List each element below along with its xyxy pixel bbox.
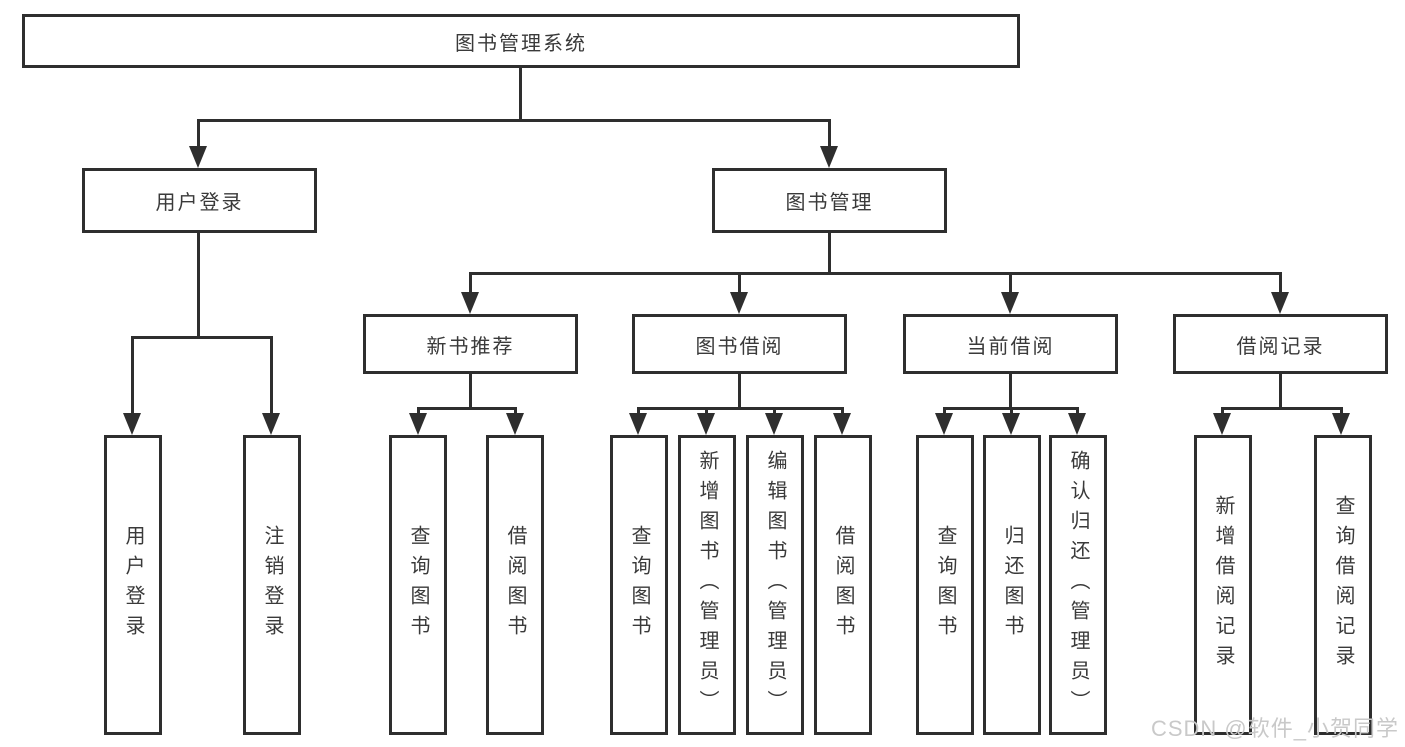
arrow-down-icon <box>730 292 748 314</box>
arrow-down-icon <box>1068 413 1086 435</box>
node-book-borrow: 图书借阅 <box>632 314 847 374</box>
connector-line <box>1221 407 1342 410</box>
leaf-add-borrow-record: 新增借阅记录 <box>1194 435 1252 735</box>
leaf-confirm-return-admin: 确认归还（管理员） <box>1049 435 1107 735</box>
connector-line <box>131 336 272 339</box>
connector-line <box>738 374 741 410</box>
connector-line <box>1279 272 1282 298</box>
leaf-edit-books-admin-label: 编辑图书（管理员） <box>764 450 786 720</box>
node-new-book-recommend: 新书推荐 <box>363 314 578 374</box>
leaf-query-books-recommend: 查询图书 <box>389 435 447 735</box>
connector-line <box>197 119 831 122</box>
connector-line <box>270 336 273 414</box>
arrow-down-icon <box>189 146 207 168</box>
arrow-down-icon <box>1332 413 1350 435</box>
connector-line <box>131 336 134 414</box>
leaf-logout: 注销登录 <box>243 435 301 735</box>
arrow-down-icon <box>833 413 851 435</box>
arrow-down-icon <box>262 413 280 435</box>
node-book-management-label: 图书管理 <box>785 192 874 214</box>
leaf-query-borrow-record-label: 查询借阅记录 <box>1332 495 1354 675</box>
node-book-borrow-label: 图书借阅 <box>695 335 784 358</box>
connector-line <box>1279 374 1282 410</box>
node-user-login: 用户登录 <box>82 168 317 233</box>
arrow-down-icon <box>1001 292 1019 314</box>
leaf-add-books-admin: 新增图书（管理员） <box>678 435 736 735</box>
leaf-add-borrow-record-label: 新增借阅记录 <box>1212 495 1234 675</box>
connector-line <box>469 272 472 298</box>
leaf-query-books-current-label: 查询图书 <box>934 525 956 645</box>
leaf-borrow-books: 借阅图书 <box>814 435 872 735</box>
node-root: 图书管理系统 <box>22 14 1020 68</box>
leaf-borrow-books-recommend: 借阅图书 <box>486 435 544 735</box>
connector-line <box>469 272 1282 275</box>
arrow-down-icon <box>935 413 953 435</box>
leaf-return-books: 归还图书 <box>983 435 1041 735</box>
leaf-add-books-admin-label: 新增图书（管理员） <box>696 450 718 720</box>
leaf-logout-label: 注销登录 <box>261 525 283 645</box>
leaf-query-books-recommend-label: 查询图书 <box>407 525 429 645</box>
arrow-down-icon <box>629 413 647 435</box>
leaf-query-books-borrow-label: 查询图书 <box>628 525 650 645</box>
leaf-confirm-return-admin-label: 确认归还（管理员） <box>1067 450 1089 720</box>
arrow-down-icon <box>506 413 524 435</box>
arrow-down-icon <box>820 146 838 168</box>
leaf-user-login-label: 用户登录 <box>122 525 144 645</box>
arrow-down-icon <box>1213 413 1231 435</box>
node-current-borrow: 当前借阅 <box>903 314 1118 374</box>
arrow-down-icon <box>409 413 427 435</box>
arrow-down-icon <box>697 413 715 435</box>
node-book-management: 图书管理 <box>712 168 947 233</box>
arrow-down-icon <box>1271 292 1289 314</box>
node-borrow-record: 借阅记录 <box>1173 314 1388 374</box>
node-borrow-record-label: 借阅记录 <box>1236 335 1325 358</box>
leaf-return-books-label: 归还图书 <box>1001 525 1023 645</box>
connector-line <box>828 233 831 275</box>
node-new-book-recommend-label: 新书推荐 <box>426 335 515 358</box>
leaf-user-login: 用户登录 <box>104 435 162 735</box>
leaf-borrow-books-label: 借阅图书 <box>832 525 854 645</box>
leaf-query-books-current: 查询图书 <box>916 435 974 735</box>
node-root-label: 图书管理系统 <box>455 32 587 55</box>
leaf-edit-books-admin: 编辑图书（管理员） <box>746 435 804 735</box>
connector-line <box>469 374 472 410</box>
connector-line <box>828 119 831 150</box>
connector-line <box>637 407 844 410</box>
node-user-login-label: 用户登录 <box>155 192 244 214</box>
connector-line <box>519 68 522 122</box>
connector-line <box>738 272 741 298</box>
connector-line <box>197 233 200 338</box>
connector-line <box>1009 272 1012 298</box>
arrow-down-icon <box>1002 413 1020 435</box>
connector-line <box>1009 374 1012 410</box>
leaf-borrow-books-recommend-label: 借阅图书 <box>504 525 526 645</box>
node-current-borrow-label: 当前借阅 <box>966 335 1055 358</box>
arrow-down-icon <box>765 413 783 435</box>
connector-line <box>417 407 516 410</box>
leaf-query-books-borrow: 查询图书 <box>610 435 668 735</box>
leaf-query-borrow-record: 查询借阅记录 <box>1314 435 1372 735</box>
arrow-down-icon <box>123 413 141 435</box>
watermark: CSDN @软件_小贺同学 <box>1150 716 1399 741</box>
connector-line <box>197 119 200 150</box>
arrow-down-icon <box>461 292 479 314</box>
